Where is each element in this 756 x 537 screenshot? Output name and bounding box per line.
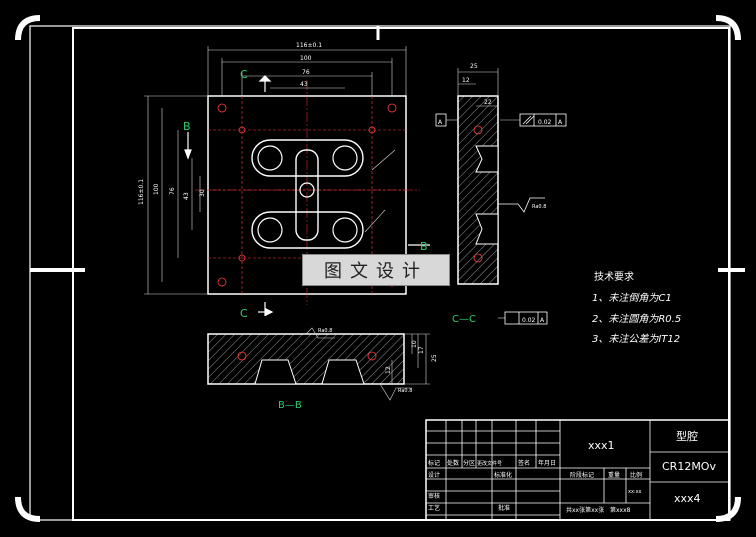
tol-datum-bottom: A <box>540 317 545 324</box>
section-b-label-left: B <box>183 120 191 133</box>
dim-bb-12: 12 <box>385 366 392 374</box>
dim-side-22: 22 <box>484 99 492 106</box>
tb-name: xxx1 <box>588 439 615 452</box>
tb-sheets-right: 第xxx8 <box>610 506 631 514</box>
dim-top-width: 116±0.1 <box>296 42 322 49</box>
tb-standardize: 标准化 <box>494 471 512 479</box>
roughness-side: Ra0.8 <box>532 204 546 210</box>
tb-scale: 比例 <box>630 471 642 479</box>
dim-width-100: 100 <box>300 55 312 62</box>
tb-approve: 批准 <box>498 504 510 512</box>
title-block <box>425 419 730 521</box>
side-view-cc <box>435 68 567 325</box>
roughness-top-bb: Ra0.8 <box>318 328 332 334</box>
dim-height-30: 30 <box>199 189 206 197</box>
tb-label-1: 处数 <box>447 459 459 467</box>
tb-design: 设计 <box>428 471 440 479</box>
tol-parallel-bottom: 0.02 <box>522 317 536 324</box>
section-cc-caption: C—C <box>452 314 476 325</box>
tb-weight: 重量 <box>608 471 620 479</box>
title-block-texts: xxx1 型腔 CR12MOv xxx4 标记 处数 分区 更改文件号 签名 年… <box>428 429 716 514</box>
tb-label-0: 标记 <box>428 459 440 467</box>
tech-item-1: 1、未注倒角为C1 <box>592 292 672 304</box>
tech-heading: 技术要求 <box>594 270 634 283</box>
dim-side-12: 12 <box>462 77 470 84</box>
dim-width-43: 43 <box>300 81 308 88</box>
tb-label-4: 签名 <box>518 459 530 467</box>
tb-stage-mark: 阶段标记 <box>570 471 594 479</box>
section-b-label-right: B <box>420 240 428 253</box>
section-c-label-top: C <box>240 68 248 81</box>
dim-height-116: 116±0.1 <box>138 179 145 205</box>
dim-bb-10: 10 <box>411 340 418 348</box>
dim-width-76: 76 <box>302 69 310 76</box>
dim-side-width: 25 <box>470 63 478 70</box>
section-c-label-bottom: C <box>240 307 248 320</box>
watermark-label: 图文设计 <box>302 254 450 286</box>
sheet-frame <box>15 15 745 522</box>
tol-datum-top: A <box>558 119 563 126</box>
dimension-texts: 116±0.1 100 76 43 116±0.1 100 76 43 30 2… <box>138 42 563 411</box>
tb-label-3: 更改文件号 <box>477 460 502 467</box>
tech-item-2: 2、未注圆角为R0.5 <box>592 313 681 325</box>
tb-sheets: 共xx张第xx张 <box>566 506 604 514</box>
tb-part-type: 型腔 <box>676 429 698 443</box>
tech-item-3: 3、未注公差为IT12 <box>592 333 680 345</box>
section-bb-caption: B—B <box>278 400 302 411</box>
dim-bb-17: 17 <box>418 346 425 354</box>
tb-review: 审核 <box>428 492 440 500</box>
tb-label-5: 年月日 <box>538 459 556 467</box>
tol-parallel-top: 0.02 <box>538 119 552 126</box>
tb-drawing-no: xxx4 <box>674 492 701 505</box>
section-view-bb <box>207 327 430 401</box>
tb-label-2: 分区 <box>463 459 475 467</box>
roughness-bottom-bb: Ra0.8 <box>398 388 412 394</box>
dim-height-100: 100 <box>153 183 160 195</box>
tb-material: CR12MOv <box>662 460 716 473</box>
tb-process: 工艺 <box>428 504 440 512</box>
dim-bb-25: 25 <box>431 354 438 362</box>
section-markers <box>184 75 430 316</box>
tb-scale-value: xx:xx <box>628 489 642 495</box>
datum-box-a: A <box>438 119 443 126</box>
tech-requirements: 技术要求 1、未注倒角为C1 2、未注圆角为R0.5 3、未注公差为IT12 <box>592 270 681 345</box>
dim-height-76: 76 <box>169 187 176 195</box>
dim-height-43: 43 <box>183 192 190 200</box>
